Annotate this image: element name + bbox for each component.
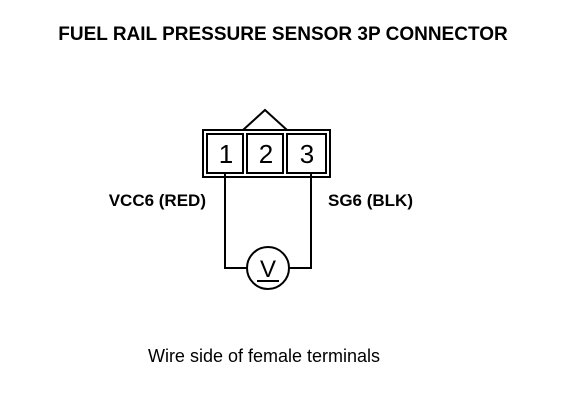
connector: 1 2 3 [202,108,331,178]
connector-outer-shell [202,129,331,178]
connector-pin-2-cell [246,133,284,174]
wire-label-sg6: SG6 (BLK) [328,191,413,210]
test-lead-left [224,173,247,269]
voltmeter-circle [246,246,290,290]
diagram-title: FUEL RAIL PRESSURE SENSOR 3P CONNECTOR [58,24,508,45]
voltmeter-symbol: V [260,256,276,283]
connector-pin-3-label: 3 [300,139,314,169]
test-lead-right [289,173,312,269]
connector-pin-1-label: 1 [219,139,233,169]
wire-label-vcc6: VCC6 (RED) [109,191,206,210]
connector-pin-3-cell [286,133,327,174]
voltmeter-icon: V [246,246,290,290]
connector-pin-2-label: 2 [259,139,273,169]
diagram-caption: Wire side of female terminals [148,346,380,366]
connector-lock-tab [242,108,288,131]
